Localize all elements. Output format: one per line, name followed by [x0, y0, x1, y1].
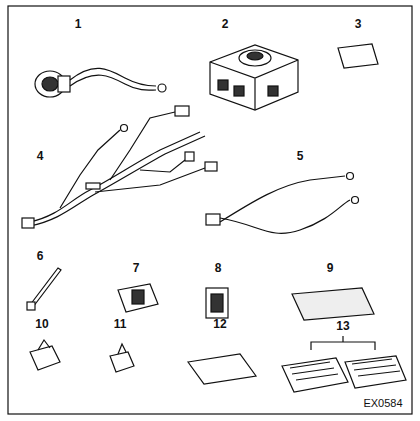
callout-number: 8 — [215, 262, 222, 274]
sheet — [188, 354, 256, 384]
switch — [118, 284, 158, 312]
bezel — [206, 288, 228, 318]
callout-number: 9 — [327, 262, 334, 274]
callout-number: 4 — [37, 150, 44, 162]
callout-number: 10 — [35, 318, 48, 330]
callout-number: 11 — [114, 318, 127, 330]
grommet-part — [35, 68, 166, 97]
pad — [292, 288, 374, 320]
callout-number: 2 — [222, 18, 229, 30]
wire-harness — [22, 106, 217, 228]
pad — [338, 44, 378, 68]
callout-number: 6 — [37, 250, 44, 262]
callout-number: 3 — [355, 18, 362, 30]
clip — [30, 340, 60, 370]
callout-number: 5 — [297, 150, 304, 162]
wire-harness — [206, 173, 359, 234]
cable-tie — [27, 268, 61, 310]
clip — [110, 344, 134, 372]
callout-number: 13 — [336, 320, 349, 332]
callout-number: 1 — [75, 18, 82, 30]
callout-number: 12 — [213, 318, 226, 330]
booklet — [282, 336, 406, 392]
figure-code: EX0584 — [363, 398, 402, 409]
frame — [8, 6, 412, 414]
siren-unit — [210, 45, 298, 110]
callout-number: 7 — [133, 262, 140, 274]
